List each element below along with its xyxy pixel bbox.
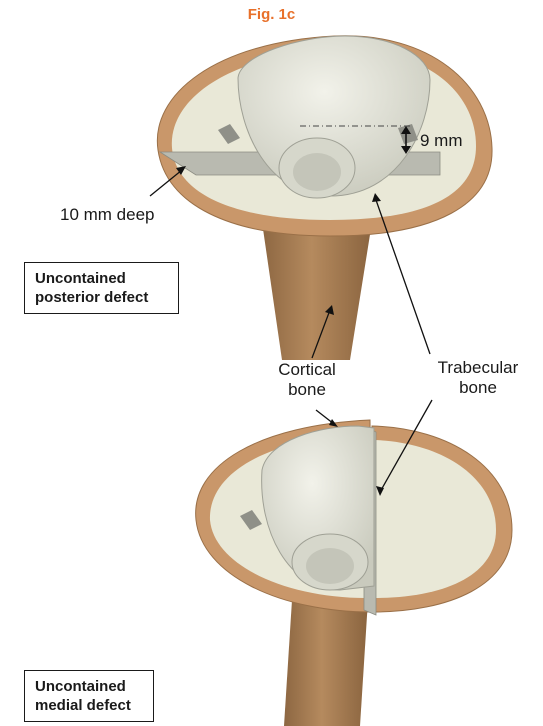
figure-title: Fig. 1c — [0, 6, 543, 23]
bottom-cup-bore-inner — [306, 548, 354, 584]
nine-mm-label: 9 mm — [420, 131, 463, 151]
cortical-bone-label: Cortical bone — [262, 360, 352, 400]
top-cup-bore-inner — [293, 153, 341, 191]
posterior-defect-model — [157, 36, 492, 360]
trabecular-bone-label: Trabecular bone — [428, 358, 528, 398]
top-shaft — [262, 222, 372, 360]
medial-defect-model — [196, 420, 512, 726]
posterior-defect-box: Uncontained posterior defect — [24, 262, 179, 314]
bottom-shaft — [284, 600, 368, 726]
ten-mm-deep-label: 10 mm deep — [60, 205, 155, 225]
medial-defect-box: Uncontained medial defect — [24, 670, 154, 722]
